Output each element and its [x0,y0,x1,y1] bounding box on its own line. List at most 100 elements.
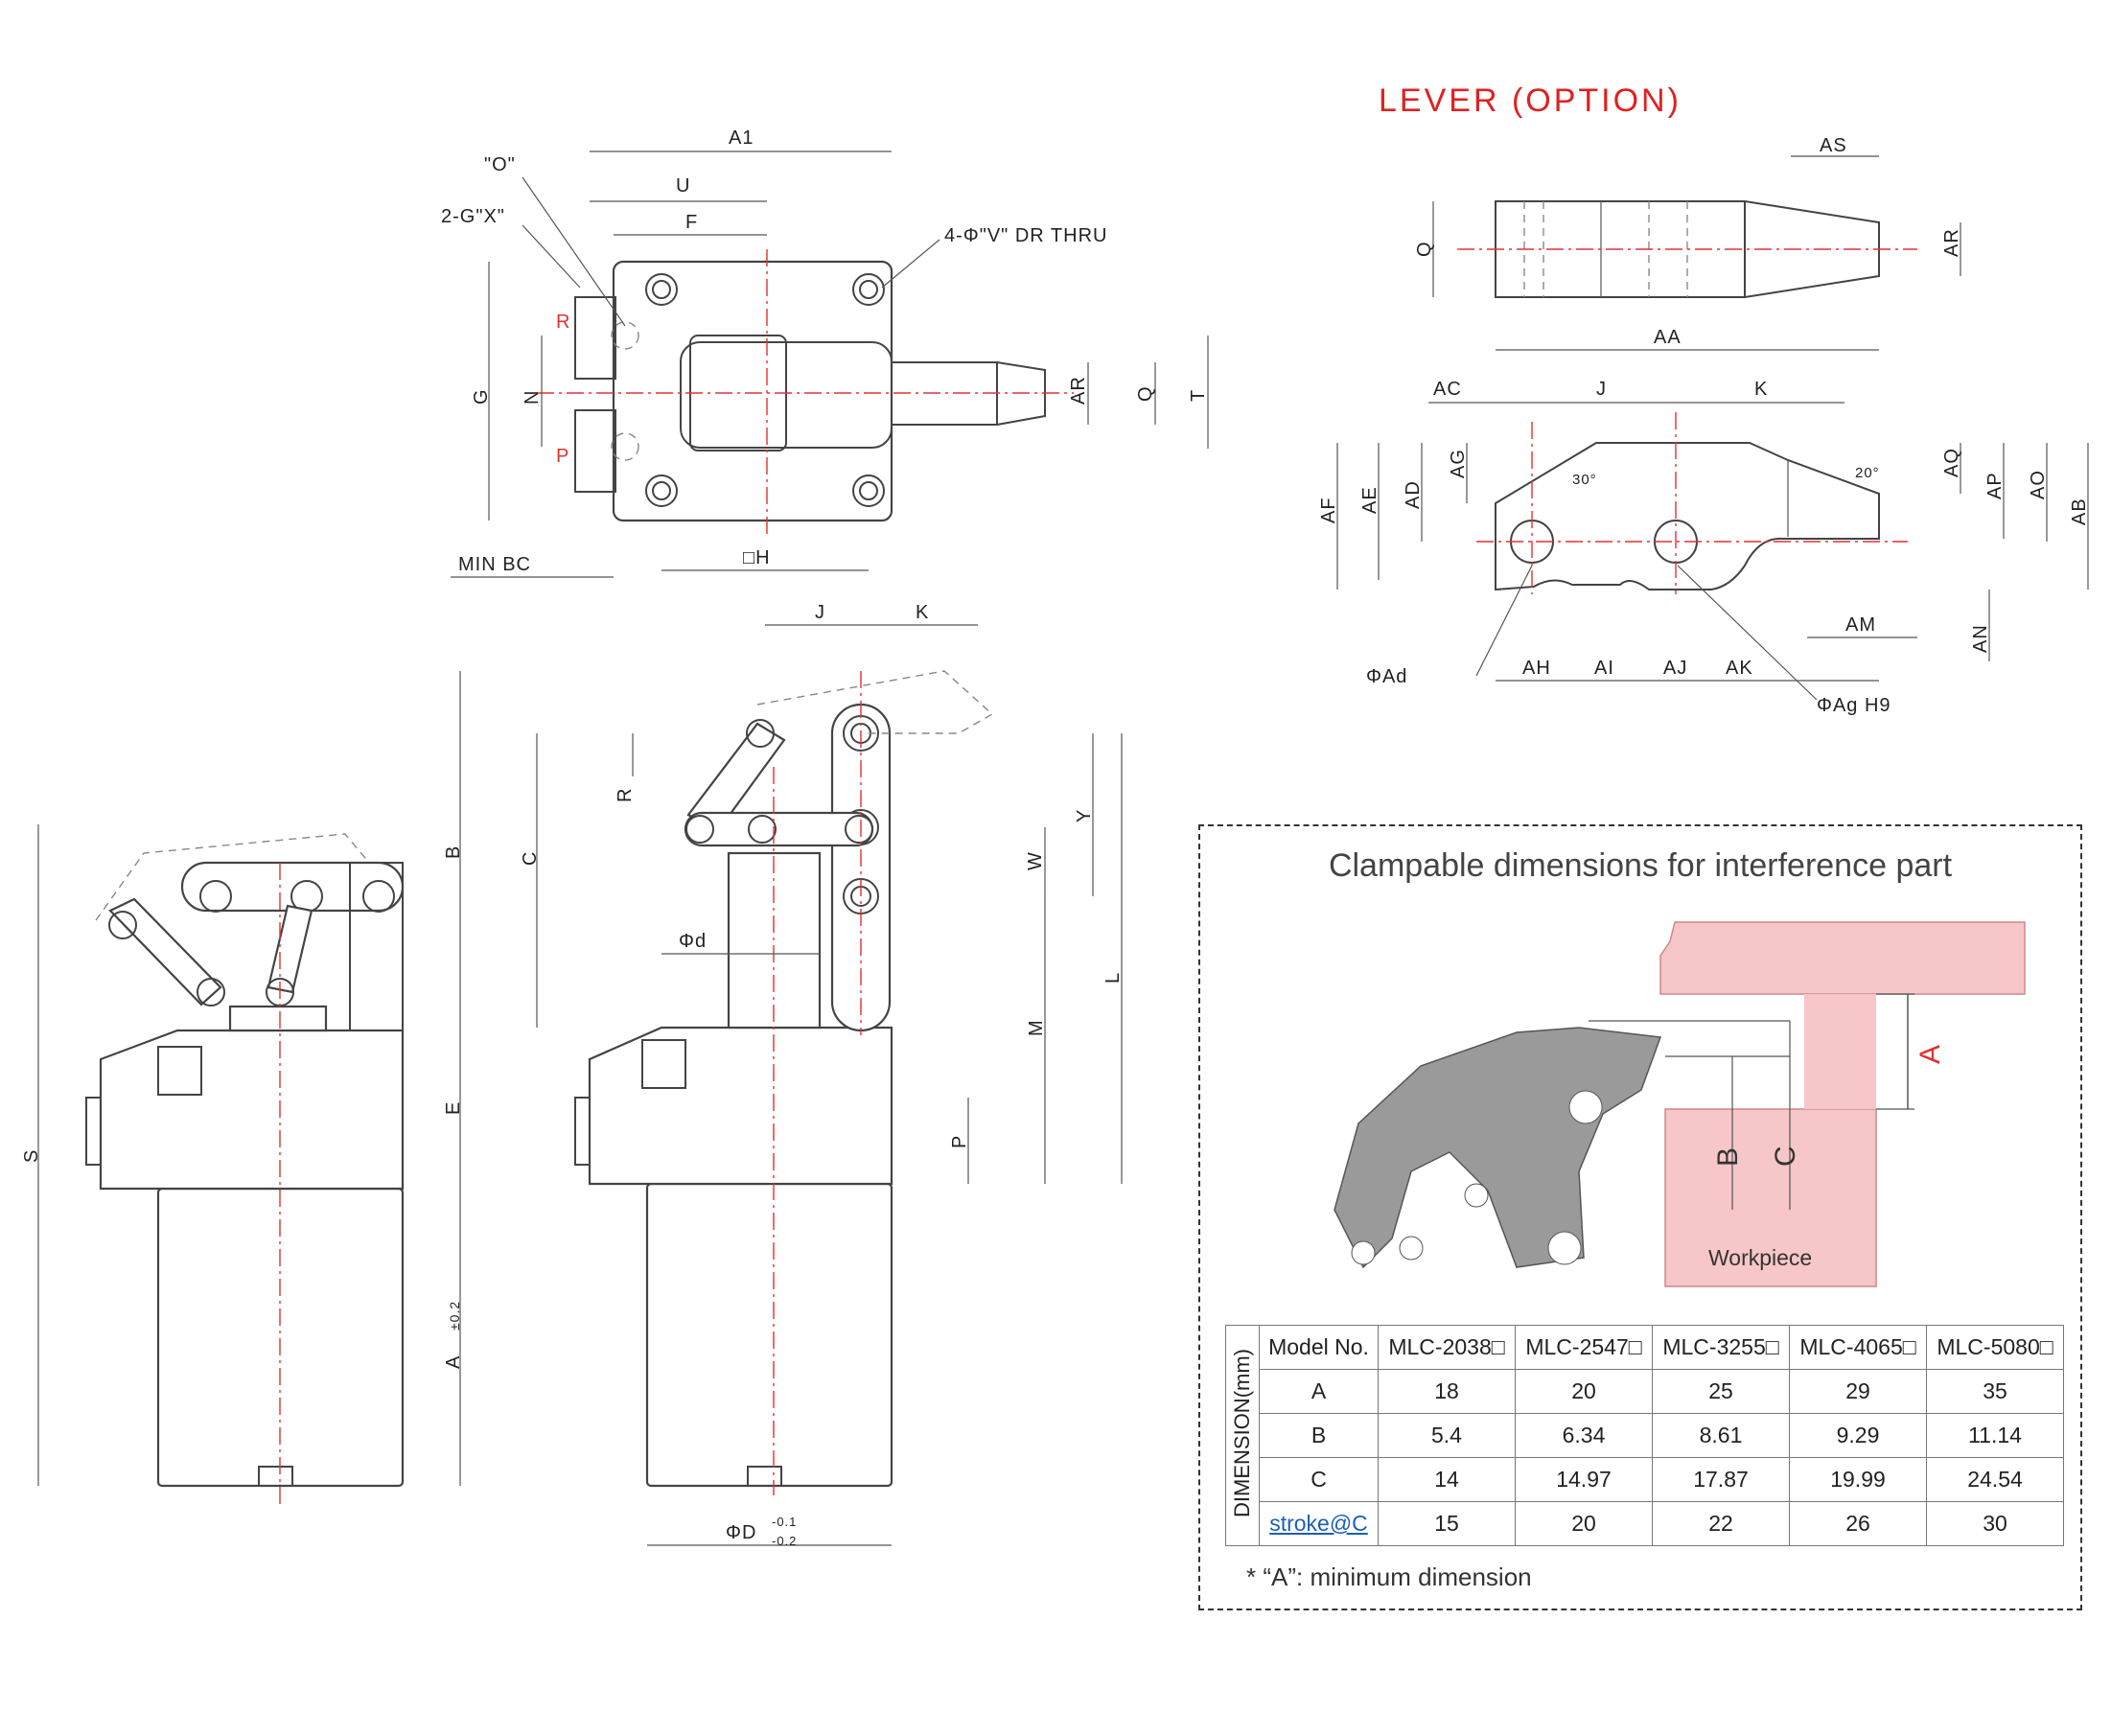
figure-label-b: B [1712,1147,1744,1167]
figure-label-a: A [1914,1045,1946,1064]
dim-p-side: P [949,1135,970,1148]
left-view: S [21,824,405,1505]
dim-ak: AK [1726,658,1753,679]
interference-part [1659,921,2026,995]
dim-ar-top: AR [1068,376,1089,405]
table-cell: 6.34 [1515,1413,1653,1458]
table-row: A 18 20 25 29 35 [1226,1369,2064,1414]
table-row: C 14 14.97 17.87 19.99 24.54 [1226,1457,2064,1502]
dim-phi-d-cyl: ΦD [726,1522,756,1543]
model-header: MLC-2547□ [1515,1325,1653,1370]
table-cell: 24.54 [1926,1457,2064,1502]
dim-k-lever: K [1754,379,1768,400]
table-row: DIMENSION(mm) Model No. MLC-2038□ MLC-25… [1225,1325,2064,1546]
label-2-g-x: 2-G"X" [441,206,505,227]
dim-y: Y [1074,809,1095,822]
dim-phi-ad: ΦAd [1366,666,1407,687]
dim-a-tolerance: ±0.2 [447,1301,462,1331]
table-cell: 9.29 [1789,1413,1927,1458]
dim-g: G [471,388,492,405]
dim-a1: A1 [729,127,754,149]
dim-phi-ag-h9: ΦAg H9 [1817,695,1891,716]
table-cell: 19.99 [1789,1457,1927,1502]
table-cell: 11.14 [1926,1413,2064,1458]
dim-b-side: B [443,845,464,859]
dim-e: E [443,1101,464,1115]
table-cell: 30 [1926,1501,2064,1546]
dim-h: □H [743,547,771,568]
dim-m: M [1026,1019,1047,1036]
dim-ab: AB [2069,498,2090,525]
dim-ad: AD [1403,480,1424,509]
table-cell: 20 [1515,1369,1653,1414]
table-cell: 25 [1652,1369,1790,1414]
model-header: MLC-3255□ [1652,1325,1790,1370]
model-header: MLC-4065□ [1789,1325,1927,1370]
dim-d-tol-upper: -0.1 [772,1515,797,1529]
interference-figure: A B C Workpiece [1334,921,2026,1287]
table-cell: 18 [1378,1369,1516,1414]
dim-min-bc: MIN BC [458,554,531,575]
clamp-lever-silhouette [1334,1027,1662,1269]
dim-ar-lever: AR [1941,228,1962,257]
row-label: B [1259,1413,1379,1458]
dim-f: F [685,212,698,233]
clampable-dimensions-table: DIMENSION(mm) Model No. MLC-2038□ MLC-25… [1225,1325,2064,1546]
dim-aj: AJ [1663,658,1687,679]
table-cell: 20 [1515,1501,1653,1546]
figure-label-c: C [1770,1146,1801,1167]
dim-ap: AP [1984,472,2006,499]
dim-ai: AI [1594,658,1614,679]
dim-q-top: Q [1135,385,1156,402]
dim-ac: AC [1433,379,1462,400]
table-cell: 29 [1789,1369,1927,1414]
label-4-v-thru: 4-Φ"V" DR THRU [944,225,1107,246]
dim-n: N [522,390,543,405]
dim-ag: AG [1448,449,1469,478]
side-view: J K B C R Y W Φd L M E P A ±0.2 ΦD -0.1 … [443,602,1124,1548]
port-r-label: R [556,312,569,333]
table-cell: 22 [1652,1501,1790,1546]
port-p-label: P [556,446,568,467]
footnote: * “A”: minimum dimension [1246,1562,1532,1591]
dim-af: AF [1318,497,1339,523]
dim-j-side: J [815,602,825,623]
dim-d-tol-lower: -0.2 [772,1534,797,1548]
table-cell: 8.61 [1652,1413,1790,1458]
dim-ao: AO [2028,470,2049,499]
dim-an: AN [1970,624,1991,653]
dim-s: S [21,1149,42,1163]
dimension-side-header: DIMENSION(mm) [1225,1325,1260,1546]
table-cell: 14 [1378,1457,1516,1502]
lever-option-title: LEVER (OPTION) [1379,82,1682,119]
dim-c-side: C [520,851,541,866]
dim-aa: AA [1654,327,1682,348]
table-cell: 35 [1926,1369,2064,1414]
dim-j-lever: J [1596,379,1607,400]
angle-20: 20° [1855,465,1880,481]
table-cell: 17.87 [1652,1457,1790,1502]
top-view: A1 U F "O" 2-G"X" 4-Φ"V" DR THRU G N R P… [441,127,1209,578]
dimension-unit-label: DIMENSION(mm) [1230,1348,1254,1517]
row-label: A [1259,1369,1379,1414]
model-header: MLC-5080□ [1926,1325,2064,1370]
dim-a-side: A [443,1355,464,1369]
stroke-at-c-link[interactable]: stroke@C [1269,1511,1368,1536]
table-row: B 5.4 6.34 8.61 9.29 11.14 [1226,1413,2064,1458]
clampable-dimensions-panel: Clampable dimensions for interference pa… [1198,824,2082,1610]
table-cell: 26 [1789,1501,1927,1546]
dim-k-side: K [916,602,929,623]
table-cell: 14.97 [1515,1457,1653,1502]
label-o: "O" [484,154,516,175]
dim-t: T [1188,389,1209,402]
angle-30: 30° [1572,472,1597,488]
dim-l: L [1102,972,1124,984]
dim-w: W [1025,851,1046,870]
table-row: stroke@C 15 20 22 26 30 [1226,1501,2064,1546]
lever-option: AS Q AR AA AC J K AF AE AD AG 30° 20° AQ… [1318,135,2090,716]
dim-am: AM [1845,614,1876,636]
model-no-header: Model No. [1259,1325,1379,1370]
dim-q-lever: Q [1414,241,1435,257]
dim-ah: AH [1522,658,1551,679]
